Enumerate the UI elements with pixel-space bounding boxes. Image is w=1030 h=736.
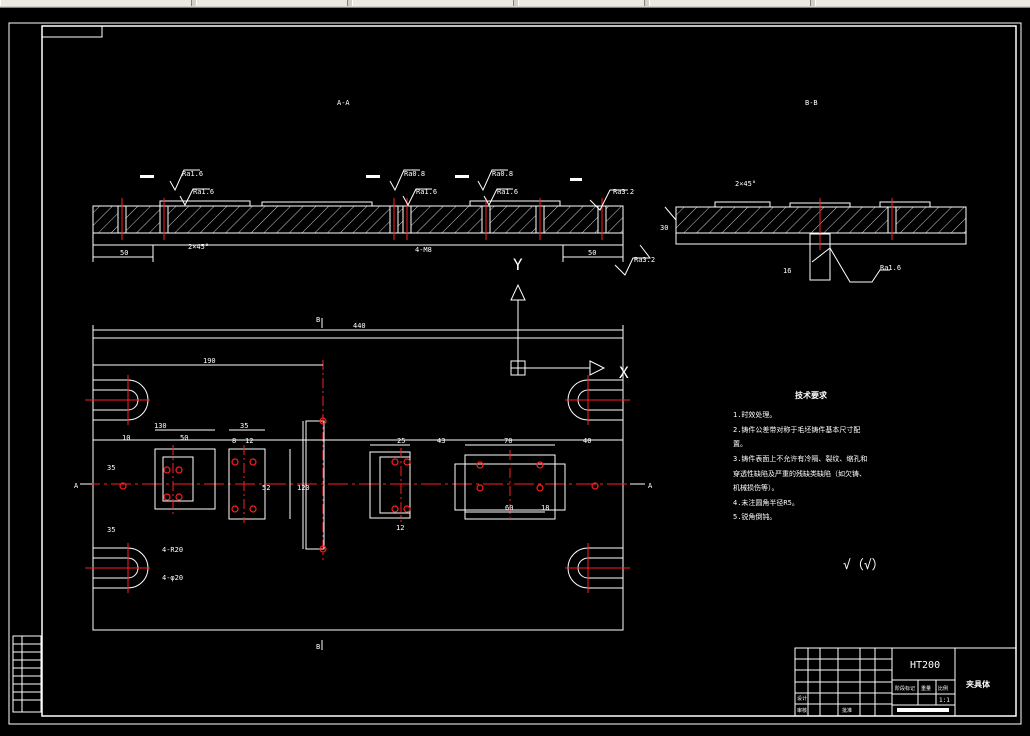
roughness-ra16-1: Ra1.6 xyxy=(182,170,203,178)
design-label: 设计 xyxy=(797,695,807,702)
part-name: 夹具体 xyxy=(966,679,991,689)
roughness-ra16-2: Ra1.6 xyxy=(193,188,214,196)
dim-25: 25 xyxy=(397,437,405,445)
section-mark-b-bottom: B xyxy=(316,643,320,651)
dim-50-plan: 50 xyxy=(180,434,188,442)
dim-43: 43 xyxy=(437,437,445,445)
dim-52: 52 xyxy=(262,484,270,492)
roughness-ra16-3: Ra1.6 xyxy=(416,188,437,196)
dim-4phi20: 4-φ20 xyxy=(162,574,183,582)
section-view-aa: 50 50 2×45° 4-M8 Ra1.6 Ra1.6 Ra0.8 Ra1.6… xyxy=(92,169,655,276)
technical-requirements: 技术要求 1.时效处理。 2.铸件公差带对称于毛坯铸件基本尺寸配 置。 3.铸件… xyxy=(733,390,885,573)
section-mark-a-right: A xyxy=(648,482,653,490)
dim-120: 120 xyxy=(297,484,310,492)
dim-18: 18 xyxy=(541,504,549,512)
dim-35a: 35 xyxy=(107,464,115,472)
dim-60: 60 xyxy=(505,504,513,512)
note-line-2: 2.铸件公差带对称于毛坯铸件基本尺寸配 xyxy=(733,425,860,434)
general-roughness-symbol: √（√） xyxy=(843,558,885,573)
roughness-ra08-1: Ra0.8 xyxy=(404,170,425,178)
toolbar-segment[interactable] xyxy=(649,0,811,6)
dim-4m8: 4-M8 xyxy=(415,246,432,254)
sheet-outer-border xyxy=(8,22,1022,725)
scale-label: 比例 xyxy=(938,685,948,692)
scale-value: 1:1 xyxy=(939,697,950,704)
toolbar-segment[interactable] xyxy=(352,0,514,6)
note-line-3: 置。 xyxy=(733,440,747,448)
section-title-aa: A-A xyxy=(337,99,350,107)
title-block: HT200 夹具体 阶段标记 重量 比例 1:1 设计 审核 批准 xyxy=(794,647,1017,717)
roughness-ra32-2: Ra3.2 xyxy=(634,256,655,264)
dim-50-right: 50 xyxy=(588,249,596,257)
approve-label: 批准 xyxy=(842,707,852,714)
dim-16: 16 xyxy=(783,267,791,275)
dim-440: 440 xyxy=(353,322,366,330)
note-line-5: 穿透性缺陷及严重的残缺类缺陷（如欠铸、 xyxy=(733,469,866,478)
note-line-8: 5.锐角倒钝。 xyxy=(733,512,776,521)
binding-margin-table xyxy=(12,635,42,713)
cad-drawing-canvas[interactable]: A-A B-B xyxy=(0,8,1030,736)
stage-label: 阶段标记 xyxy=(895,685,915,692)
ucs-icon xyxy=(510,283,606,376)
dim-190: 190 xyxy=(203,357,216,365)
dim-2x45-b: 2×45° xyxy=(735,180,756,188)
dim-35c: 35 xyxy=(240,422,248,430)
roughness-ra08-2: Ra0.8 xyxy=(492,170,513,178)
application-toolbar-strip xyxy=(0,0,1030,8)
roughness-ra32-1: Ra3.2 xyxy=(613,188,634,196)
toolbar-segment[interactable] xyxy=(815,0,1030,6)
material: HT200 xyxy=(910,660,940,671)
note-line-1: 1.时效处理。 xyxy=(733,410,776,419)
notes-title: 技术要求 xyxy=(795,390,828,400)
ucs-x-label: X xyxy=(619,363,629,382)
sheet-info-bar xyxy=(897,708,949,712)
toolbar-segment[interactable] xyxy=(196,0,348,6)
dim-10: 10 xyxy=(122,434,130,442)
section-view-bb: 30 2×45° 16 Ra1.6 xyxy=(660,180,967,283)
section-title-bb: B-B xyxy=(805,99,818,107)
note-line-4: 3.铸件表面上不允许有冷隔、裂纹、缩孔和 xyxy=(733,454,867,463)
dim-4r20: 4-R20 xyxy=(162,546,183,554)
ucs-y-label: Y xyxy=(513,255,523,274)
toolbar-segment[interactable] xyxy=(0,0,192,6)
dim-35b: 35 xyxy=(107,526,115,534)
dim-50-left: 50 xyxy=(120,249,128,257)
dim-30: 30 xyxy=(660,224,668,232)
dim-2x45-a: 2×45° xyxy=(188,243,209,251)
toolbar-segment[interactable] xyxy=(518,0,645,6)
check-label: 审核 xyxy=(797,707,807,714)
dim-130: 130 xyxy=(154,422,167,430)
sheet-inner-frame xyxy=(41,25,1017,717)
section-mark-b-top: B xyxy=(316,316,320,324)
roughness-ra16-4: Ra1.6 xyxy=(497,188,518,196)
drawing-number-box xyxy=(41,25,103,38)
dim-40: 40 xyxy=(583,437,591,445)
dim-12b: 12 xyxy=(396,524,404,532)
dim-12: 12 xyxy=(245,437,253,445)
note-line-6: 机械损伤等）。 xyxy=(733,483,779,492)
roughness-ra16-bb: Ra1.6 xyxy=(880,264,901,272)
note-line-7: 4.未注圆角半径R5。 xyxy=(733,498,799,507)
section-mark-a-left: A xyxy=(74,482,79,490)
dim-8: 8 xyxy=(232,437,236,445)
plan-view: 440 190 130 10 50 35 35 35 8 12 25 43 70… xyxy=(74,316,653,651)
dim-70: 70 xyxy=(504,437,512,445)
weight-label: 重量 xyxy=(921,685,931,692)
